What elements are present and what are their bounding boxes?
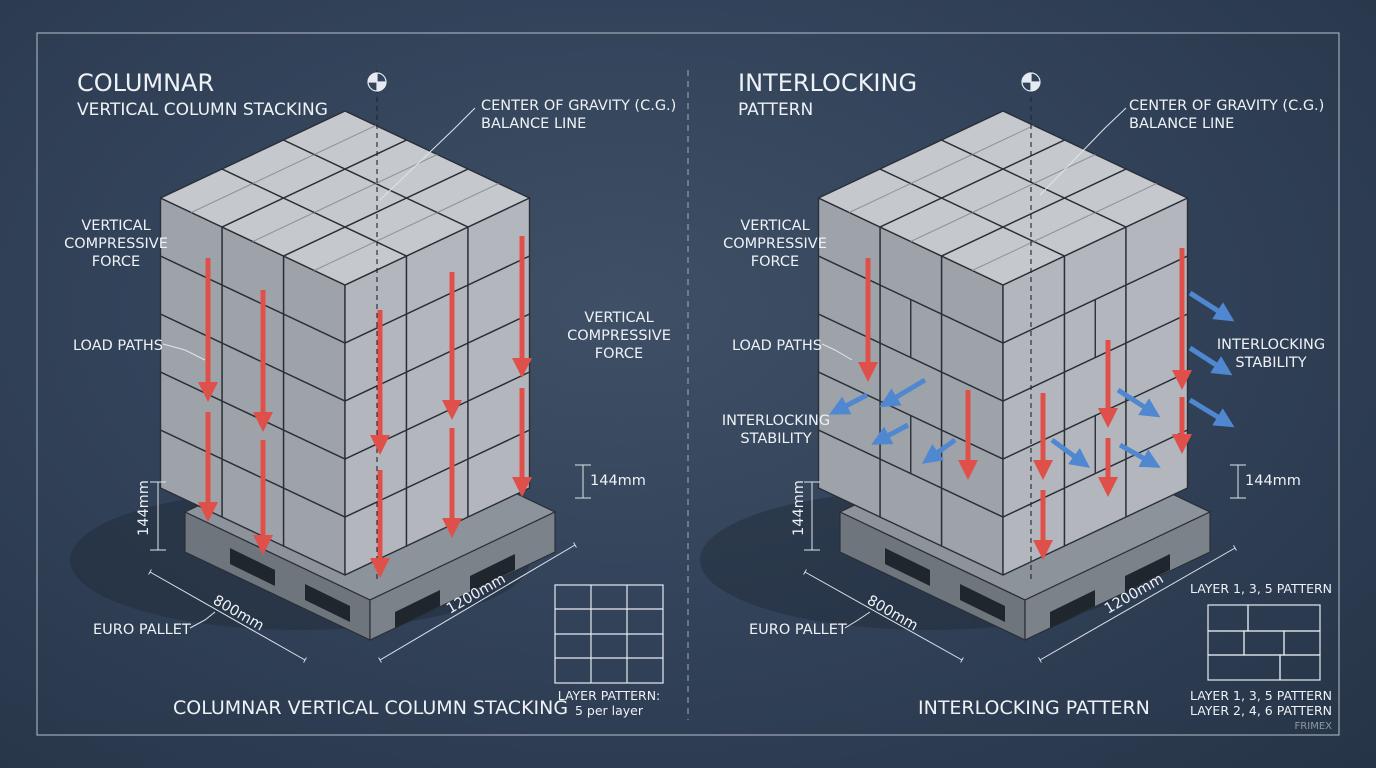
left-force-label-line-1: VERTICAL [81,218,150,234]
blue-stability-arrow [921,437,957,464]
box-tape [375,212,438,242]
blue-stability-arrow [871,422,910,445]
left-layer-pattern-grid [554,584,664,684]
blue-stability-arrow [1116,387,1161,418]
right-dim-height-right: 144mm [1245,473,1301,489]
right-pattern-top-label: LAYER 1, 3, 5 PATTERN [1190,581,1332,596]
blue-stability-arrow [829,392,869,415]
blue-stability-arrow [1050,437,1091,468]
left-subtitle: VERTICAL COLUMN STACKING [77,100,328,120]
box-tape [1033,154,1096,184]
blue-stability-arrow [1118,442,1161,468]
left-caption: COLUMNAR VERTICAL COLUMN STACKING [173,697,568,719]
blue-stability-arrow [1188,345,1233,376]
right-cog-label-line-1: CENTER OF GRAVITY (C.G.) [1129,98,1324,114]
right-force-label-line-3: FORCE [751,254,799,270]
box-tape [252,212,315,242]
right-stability-left-line-2: STABILITY [740,431,811,447]
annotation-leaders [148,107,1246,663]
right-stability-left-line-1: INTERLOCKING [722,413,830,429]
left-panel-labels: COLUMNAR VERTICAL COLUMN STACKING CENTER… [64,69,676,719]
box-tape [1033,212,1096,242]
right-interlocking-pattern [1207,604,1321,681]
left-cog-label-line-2: BALANCE LINE [481,116,586,132]
right-pattern-bottom-line-2: LAYER 2, 4, 6 PATTERN [1190,703,1332,718]
left-cog-label-line-1: CENTER OF GRAVITY (C.G.) [481,98,676,114]
left-force-label-line-2: COMPRESSIVE [64,236,168,252]
right-force-label-line-1: VERTICAL [740,218,809,234]
right-load-paths-label: LOAD PATHS [732,338,822,354]
right-title: INTERLOCKING [738,69,917,97]
left-box-stack [159,110,531,576]
box-tape [314,183,376,213]
left-pallet-label: EURO PALLET [93,622,191,638]
left-force-right-line-2: COMPRESSIVE [567,328,671,344]
box-tape [1095,183,1157,213]
left-force-right-line-3: FORCE [595,346,643,362]
left-layer-pattern-line-2: 5 per layer [575,703,644,718]
blueprint-frame [36,32,1340,736]
box-tape [910,154,973,184]
box-tape [314,241,376,271]
blue-stability-arrow [1188,290,1235,322]
right-stability-right-line-2: STABILITY [1235,355,1306,371]
box-tape [191,183,253,213]
right-stability-right-line-1: INTERLOCKING [1217,337,1325,353]
left-load-paths-label: LOAD PATHS [73,338,163,354]
left-force-label-line-3: FORCE [92,254,140,270]
right-dim-height-left: 144mm [791,480,807,536]
box-tape [972,241,1034,271]
right-cog-marker [1021,70,1041,580]
left-title: COLUMNAR [77,69,214,97]
right-force-label-line-2: COMPRESSIVE [723,236,827,252]
right-pallet-label: EURO PALLET [749,622,847,638]
watermark: FRIMEX [1295,721,1333,732]
right-pattern-bottom-line-1: LAYER 1, 3, 5 PATTERN [1190,688,1332,703]
blue-stability-arrow [879,377,927,408]
right-caption: INTERLOCKING PATTERN [918,697,1150,719]
left-cog-marker [367,70,387,580]
left-dim-height-right: 144mm [590,473,646,489]
box-tape [314,125,376,155]
right-subtitle: PATTERN [738,100,813,120]
box-tape [375,154,438,184]
left-dim-height-left: 144mm [136,480,152,536]
left-layer-pattern-line-1: LAYER PATTERN: [558,688,661,703]
blue-stability-arrow [1188,397,1235,428]
right-cog-label-line-2: BALANCE LINE [1129,116,1234,132]
box-tape [849,183,911,213]
box-tape [972,125,1034,155]
left-force-right-line-1: VERTICAL [584,310,653,326]
force-arrows [198,236,1235,578]
box-tape [437,183,499,213]
box-tape [910,212,973,242]
box-tape [972,183,1034,213]
right-box-stack [817,110,1189,576]
box-tape [252,154,315,184]
